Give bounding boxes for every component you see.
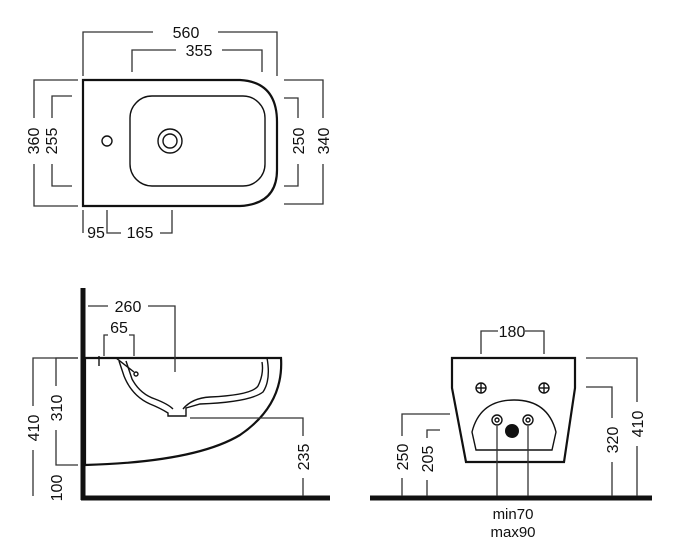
drain-inner: [162, 133, 178, 149]
dim-label-260: 260: [115, 299, 142, 316]
dim-label-355: 355: [186, 43, 213, 60]
tap-hole: [101, 135, 113, 147]
dim-line-255: [51, 95, 72, 187]
inlet-lines: [496, 426, 529, 496]
dim-label-250: 250: [291, 128, 308, 155]
dim-line-340: [284, 79, 324, 205]
dim-label-min70: min70: [493, 506, 534, 523]
side-view-bidet: [83, 356, 283, 467]
dim-line-320: [586, 386, 613, 496]
tap-spout: [98, 356, 135, 373]
inlet-right-inner: [525, 417, 531, 423]
dim-label-410: 410: [26, 415, 43, 442]
dim-label-340: 340: [316, 128, 333, 155]
dim-label-180: 180: [499, 324, 526, 341]
fixing-hole-left: [475, 382, 487, 394]
dim-line-360: [33, 79, 78, 207]
drain-hole: [505, 424, 519, 438]
front-view-bowl: [471, 399, 557, 451]
inlet-left: [491, 414, 503, 426]
dim-line-410-front: [586, 357, 638, 496]
drain-outer: [157, 128, 183, 154]
dim-label-205: 205: [420, 446, 437, 473]
dim-line-260: [88, 305, 176, 372]
inlet-left-inner: [494, 417, 500, 423]
side-view-bowl: [118, 357, 270, 417]
dim-label-235: 235: [296, 444, 313, 471]
side-view: 260 65 410 310 100 235: [26, 288, 330, 501]
dim-line-250-front: [401, 413, 450, 496]
dim-label-255: 255: [44, 128, 61, 155]
front-view-bidet: [450, 356, 577, 464]
dim-line-560: [82, 31, 278, 76]
dim-label-max90: max90: [490, 524, 535, 541]
top-view-bowl: [129, 95, 266, 187]
dim-label-360: 360: [26, 128, 43, 155]
dim-line-65: [103, 334, 135, 356]
dim-label-165: 165: [127, 225, 154, 242]
dim-line-180: [480, 330, 545, 354]
dim-line-95-165: [82, 210, 173, 234]
dim-line-205: [426, 429, 440, 496]
tap-knob: [133, 371, 139, 377]
dim-label-410-front: 410: [630, 411, 647, 438]
dim-line-250: [284, 97, 299, 187]
dim-label-250-front: 250: [395, 444, 412, 471]
dim-label-65: 65: [110, 320, 128, 337]
inlet-right: [522, 414, 534, 426]
dim-line-235: [190, 417, 304, 496]
dim-label-100: 100: [49, 475, 66, 502]
dim-label-95: 95: [87, 225, 105, 242]
top-view: 560 355 360 255 250 340 95 165: [26, 25, 333, 242]
dim-label-310: 310: [49, 395, 66, 422]
dim-label-320: 320: [605, 427, 622, 454]
dim-line-355: [131, 49, 263, 72]
dim-label-560: 560: [173, 25, 200, 42]
front-view: 180 250 205 320 410 min70 max90: [370, 324, 652, 541]
dim-line-310: [55, 357, 78, 466]
fixing-hole-right: [538, 382, 550, 394]
side-view-bowl-inner: [125, 360, 264, 410]
